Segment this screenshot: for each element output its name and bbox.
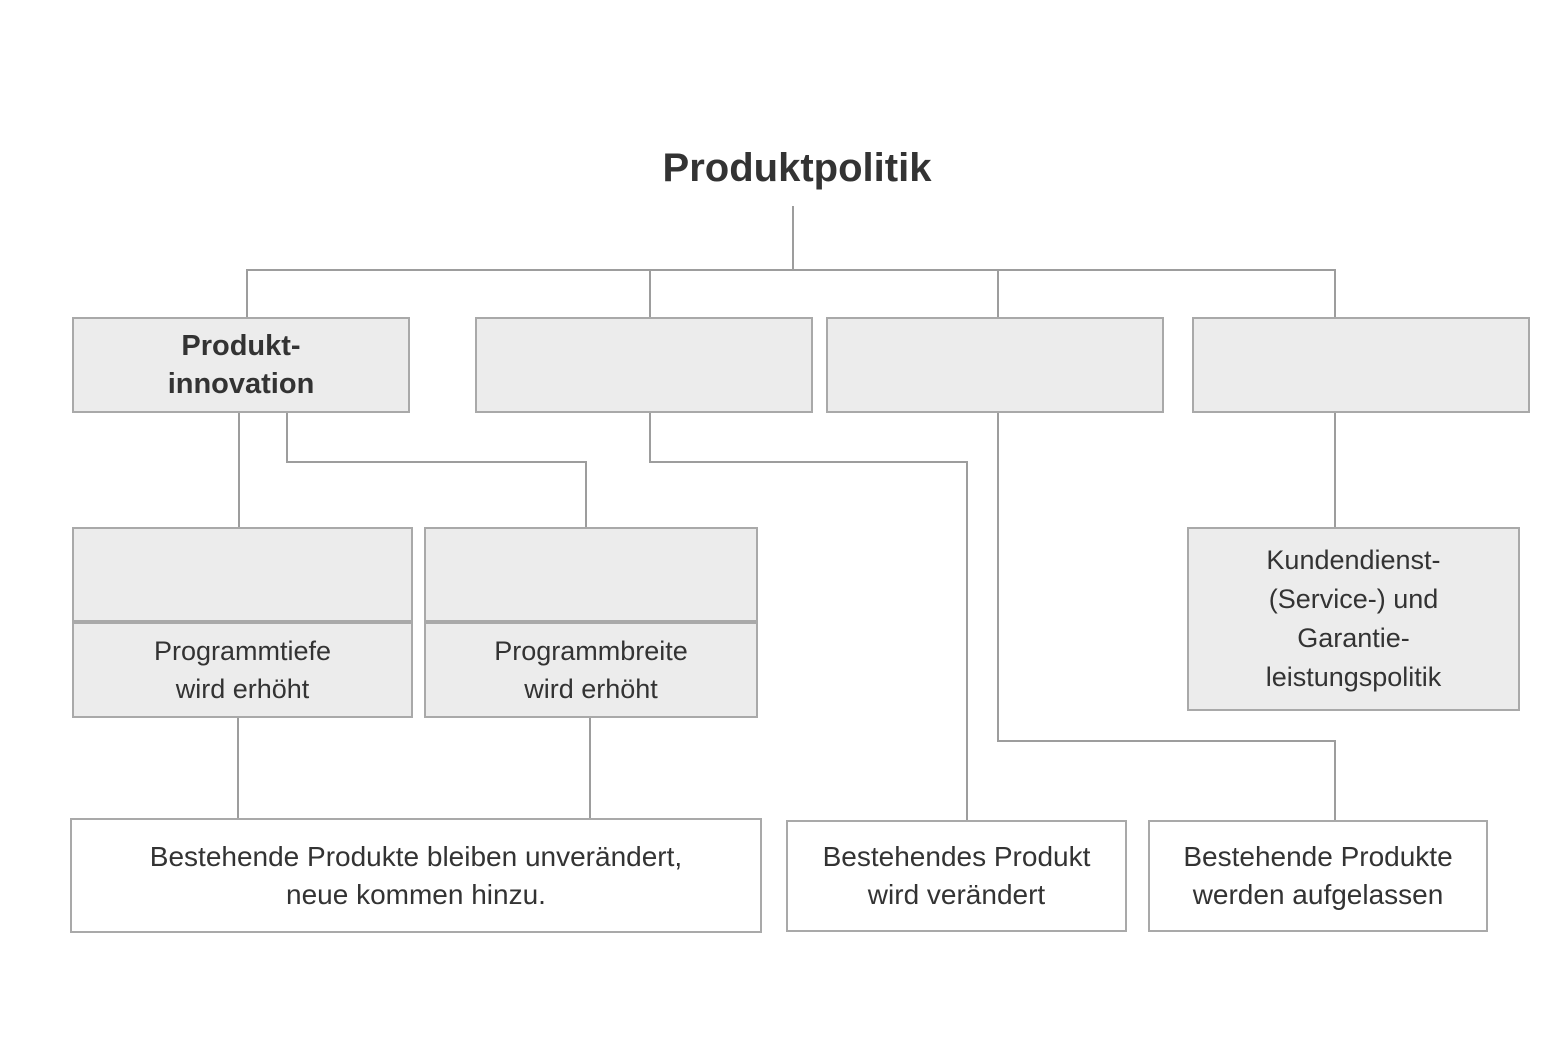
node-blank-mid-left xyxy=(72,527,413,622)
node-programmbreite: Programmbreite wird erhöht xyxy=(424,622,758,718)
diagram-title: Produktpolitik xyxy=(662,146,932,190)
node-bestehende-bleiben: Bestehende Produkte bleiben unverändert,… xyxy=(70,818,762,933)
connector-blank2-across xyxy=(649,461,967,463)
connector-drop-blank-3 xyxy=(997,269,999,318)
connector-title-stem xyxy=(792,206,794,270)
connector-drop-blank-4 xyxy=(1334,269,1336,318)
connector-drop-blank-2 xyxy=(649,269,651,318)
node-programmtiefe: Programmtiefe wird erhöht xyxy=(72,622,413,718)
connector-innovation-to-tiefe xyxy=(238,412,240,527)
connector-elbow-to-breite xyxy=(585,461,587,527)
connector-drop-produkt-innovation xyxy=(246,269,248,318)
node-blank-top-2 xyxy=(475,317,813,413)
connector-root-bar xyxy=(246,269,1336,271)
connector-breite-to-bleiben xyxy=(589,717,591,819)
node-blank-top-3 xyxy=(826,317,1164,413)
connector-blank3-across xyxy=(997,740,1336,742)
connector-tiefe-to-bleiben xyxy=(237,717,239,819)
connector-innovation-elbow-down xyxy=(286,412,288,463)
node-blank-mid-right xyxy=(424,527,758,622)
connector-blank2-down xyxy=(649,412,651,462)
connector-blank4-to-kundendienst xyxy=(1334,412,1336,527)
node-blank-top-4 xyxy=(1192,317,1530,413)
connector-blank2-to-veraendert xyxy=(966,461,968,821)
node-kundendienst: Kundendienst- (Service-) und Garantie- l… xyxy=(1187,527,1520,711)
node-bestehendes-veraendert: Bestehendes Produkt wird verändert xyxy=(786,820,1127,932)
node-produkt-innovation: Produkt- innovation xyxy=(72,317,410,413)
connector-blank3-down xyxy=(997,412,999,741)
connector-innovation-elbow-across xyxy=(286,461,586,463)
connector-blank3-to-aufgelassen xyxy=(1334,740,1336,821)
node-bestehende-aufgelassen: Bestehende Produkte werden aufgelassen xyxy=(1148,820,1488,932)
